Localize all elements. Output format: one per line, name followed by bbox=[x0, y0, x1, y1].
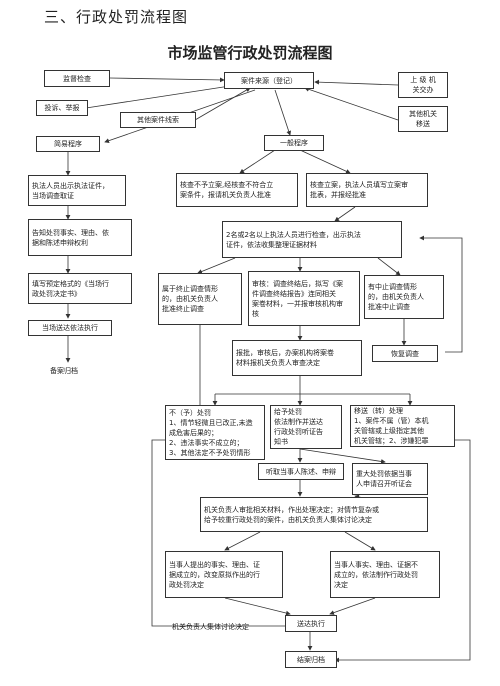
node-give-penalty: 给予处罚 依法制作并送达 行政处罚听证告 知书 bbox=[270, 405, 342, 449]
arrow-complaint bbox=[85, 84, 231, 109]
node-no-penalty: 不（予）处罚 1、情节轻微且已改正,未造 成危害后果的； 2、违法事实不成立的；… bbox=[165, 405, 265, 460]
node-transfer: 移送（转）处理 1、案件不属（管）本机 关管辖或上级指定其他 机关管辖；2、涉嫌… bbox=[350, 405, 455, 447]
node-leader-decision: 机关负责人审批相关材料，作出处理决定；对情节复杂或 给予较重行政处罚的案件，由机… bbox=[200, 497, 428, 532]
arrow-other-clues bbox=[194, 87, 251, 121]
arrow-to-general bbox=[274, 89, 292, 136]
node-deliver-on-site: 当场送达依法执行 bbox=[28, 320, 112, 336]
node-terminate-investigation: 属于终止调查情形 的，由机关负责人 批准终止调查 bbox=[158, 273, 242, 325]
node-suspend-investigation: 有中止调查情形 的，由机关负责人 批准中止调查 bbox=[364, 275, 444, 319]
node-evidence-accepted: 当事人提出的事实、理由、证 据成立的，改变原拟作出的行 政处罚决定 bbox=[165, 551, 283, 598]
node-supervision: 监督检查 bbox=[44, 70, 110, 87]
node-hear-statement: 听取当事人陈述、申辩 bbox=[258, 463, 344, 480]
node-inform-rights: 告知处罚事实、理由、依 据和陈述申辩权利 bbox=[28, 219, 132, 256]
node-investigate: 2名或2名以上执法人员进行检查，出示执法 证件，依法收集整理证据材料 bbox=[222, 221, 402, 258]
node-filed: 核查立案，执法人员填写立案审 批表，并报经批准 bbox=[306, 173, 428, 207]
node-approval: 报批，审核后，办案机构将案卷 材料报机关负责人审查决定 bbox=[232, 340, 362, 376]
label-collective-discussion: 机关负责人集体讨论决定 bbox=[172, 623, 249, 631]
node-other-clues: 其他案件线索 bbox=[120, 112, 196, 128]
node-case-source: 案件来源（登记） bbox=[224, 72, 314, 89]
arrow-other-org bbox=[304, 87, 399, 121]
node-fill-decision-form: 填写预定格式的《当场行 政处罚决定书》 bbox=[28, 273, 132, 304]
node-other-org: 其他机关 移送 bbox=[398, 106, 448, 132]
node-general-procedure: 一般程序 bbox=[264, 135, 324, 151]
node-resume-investigation: 恢复调查 bbox=[372, 345, 438, 362]
node-superior-assigned: 上 级 机 关交办 bbox=[398, 72, 448, 98]
section-heading: 三、行政处罚流程图 bbox=[44, 8, 189, 26]
node-not-filed: 核查不予立案,经核查不符合立 案条件，报请机关负责人批准 bbox=[176, 173, 298, 207]
node-show-certificate: 执法人员出示执法证件， 当场调查取证 bbox=[28, 175, 126, 206]
node-review: 审核：调查终结后，拟写《案 件调查终结报告》连同相关 案卷材料，一并报审核机构审… bbox=[248, 271, 360, 326]
flowchart-title: 市场监管行政处罚流程图 bbox=[167, 44, 333, 62]
node-complaint: 投诉、举报 bbox=[36, 100, 88, 116]
node-simple-procedure: 简易程序 bbox=[36, 136, 100, 152]
arrow-superior bbox=[314, 79, 399, 86]
node-archive-simple: 备案归档 bbox=[50, 367, 78, 375]
arrow-supervision bbox=[109, 77, 225, 83]
node-evidence-rejected: 当事人事实、理由、证据不 成立的，依法制作行政处罚 决定 bbox=[330, 551, 440, 598]
node-delivery-execution: 送达执行 bbox=[285, 615, 337, 632]
node-hearing: 重大处罚依据当事 人申请召开听证会 bbox=[352, 463, 428, 495]
node-case-archive: 结案归档 bbox=[285, 651, 337, 668]
